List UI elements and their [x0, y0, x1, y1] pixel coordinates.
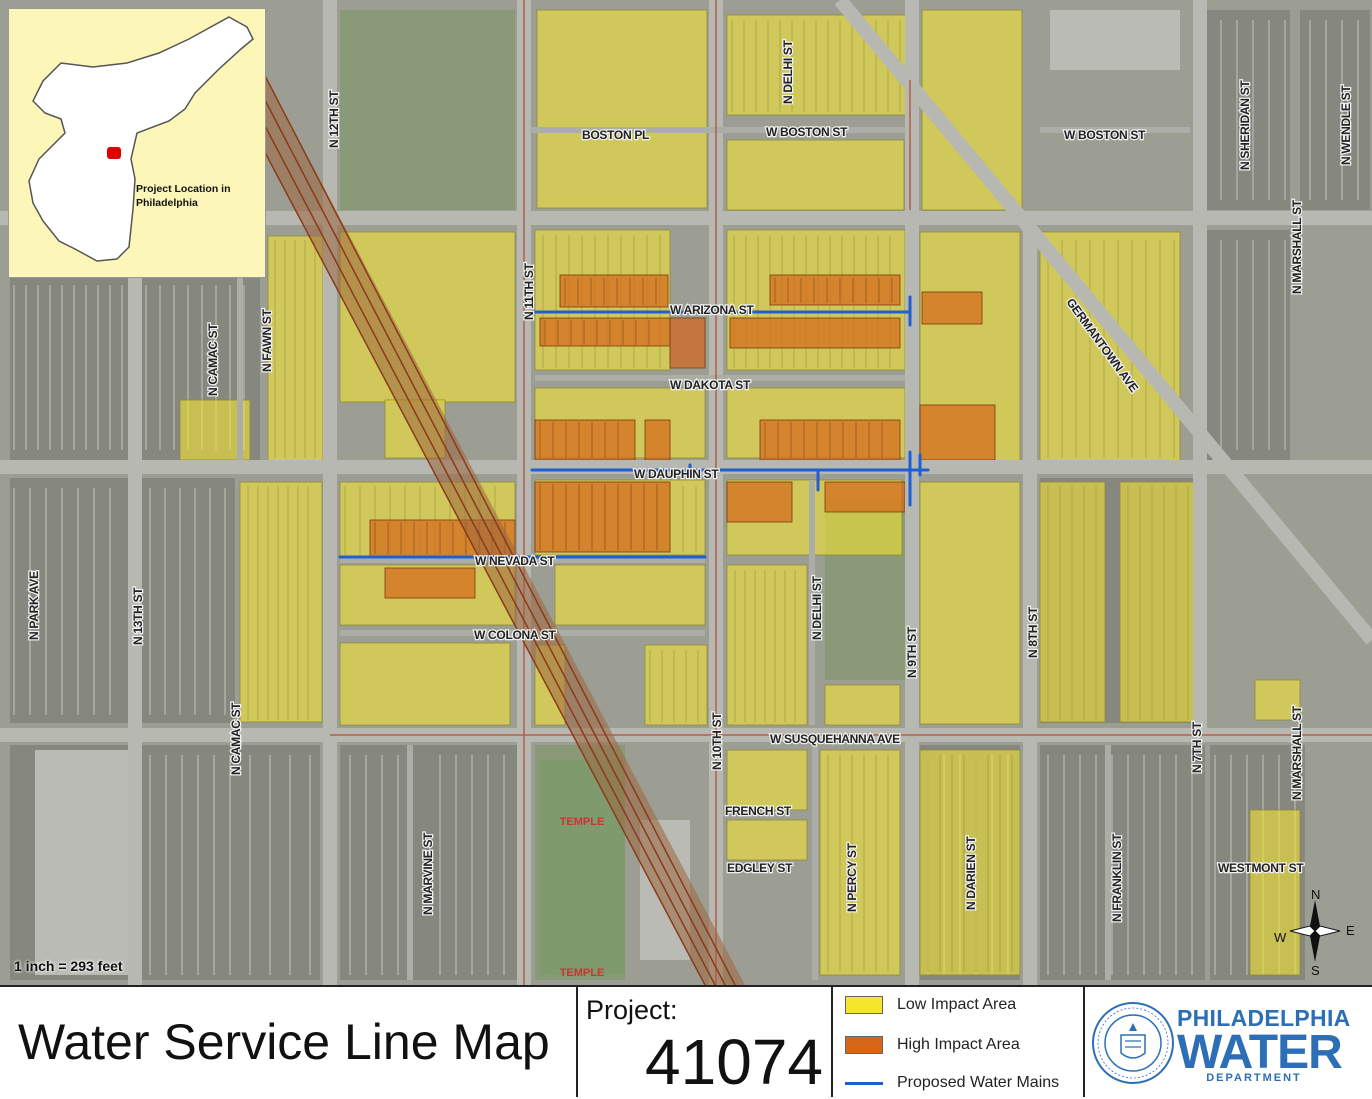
- street-label: BOSTON PL: [582, 128, 649, 142]
- compass-north: N: [1311, 887, 1320, 902]
- philadelphia-outline: Project Location in Philadelphia: [28, 16, 254, 262]
- map-area[interactable]: TEMPLE TEMPLE: [0, 0, 1372, 985]
- field-text: TEMPLE: [560, 816, 605, 828]
- city-seal-icon: [1092, 1002, 1174, 1084]
- street-label: W SUSQUEHANNA AVE: [770, 732, 900, 746]
- street-label: N PARK AVE: [27, 571, 41, 640]
- pwd-logo: PHILADELPHIA WATER DEPARTMENT: [1085, 987, 1372, 1097]
- street-label: W BOSTON ST: [1064, 128, 1146, 142]
- inset-caption-line1: Project Location in: [136, 183, 231, 195]
- map-title: Water Service Line Map: [18, 1014, 550, 1070]
- street-label: N MARVINE ST: [421, 832, 435, 915]
- street-label: W BOSTON ST: [766, 125, 848, 139]
- water-main-swatch: [845, 1081, 883, 1085]
- low-impact-swatch: [845, 996, 883, 1014]
- compass-south: S: [1311, 963, 1320, 976]
- street-label: N MARSHALL ST: [1290, 705, 1304, 800]
- street-label: N 8TH ST: [1026, 606, 1040, 658]
- street-label: N SHERIDAN ST: [1238, 80, 1252, 170]
- project-label: Project:: [586, 995, 678, 1025]
- street-label: N MARSHALL ST: [1290, 199, 1304, 294]
- street-label: EDGLEY ST: [727, 861, 793, 875]
- project-number: 41074: [645, 1026, 823, 1098]
- street-label: WESTMONT ST: [1218, 861, 1304, 875]
- field-text-bottom: TEMPLE: [560, 967, 605, 979]
- street-label: N DARIEN ST: [964, 836, 978, 910]
- logo-line1: PHILADELPHIA: [1177, 1005, 1351, 1031]
- street-label: N 11TH ST: [522, 262, 536, 320]
- locator-inset: Project Location in Philadelphia: [8, 8, 266, 278]
- project-panel: Project: 41074: [578, 987, 833, 1098]
- street-label: N 12TH ST: [327, 90, 341, 148]
- street-label: N CAMAC ST: [229, 702, 243, 775]
- street-label: N DELHI ST: [781, 39, 795, 104]
- street-label: W ARIZONA ST: [670, 303, 754, 317]
- street-label: N FAWN ST: [260, 308, 274, 372]
- project-location-marker: [107, 147, 121, 159]
- logo-line3: DEPARTMENT: [1206, 1072, 1302, 1084]
- street-label: FRENCH ST: [725, 804, 792, 818]
- street-label: N 7TH ST: [1190, 721, 1204, 773]
- aerial-map: TEMPLE TEMPLE: [0, 0, 1372, 985]
- street-label: N CAMAC ST: [206, 323, 220, 396]
- high-impact-swatch: [845, 1036, 883, 1054]
- logo-line2: WATER: [1177, 1026, 1343, 1079]
- street-label: N DELHI ST: [810, 575, 824, 640]
- street-label: W COLONA ST: [474, 628, 557, 642]
- legend-label: Proposed Water Mains: [897, 1074, 1060, 1091]
- inset-caption-line2: Philadelphia: [136, 197, 198, 209]
- street-label: N WENDLE ST: [1339, 85, 1353, 165]
- north-arrow: N E S W: [1270, 886, 1360, 978]
- street-label: N 9TH ST: [905, 626, 919, 678]
- legend-label: High Impact Area: [897, 1036, 1020, 1053]
- street-label: W DAKOTA ST: [670, 378, 751, 392]
- street-label: N 13TH ST: [131, 587, 145, 645]
- compass-west: W: [1274, 930, 1287, 945]
- street-label: N 10TH ST: [710, 712, 724, 770]
- street-label: N FRANKLIN ST: [1110, 833, 1124, 922]
- scale-text: 1 inch = 293 feet: [14, 958, 123, 974]
- street-label: W DAUPHIN ST: [634, 467, 719, 481]
- legend: Low Impact Area High Impact Area Propose…: [833, 987, 1085, 1097]
- legend-item-water-mains: Proposed Water Mains: [845, 1071, 1059, 1095]
- street-label: W NEVADA ST: [475, 554, 555, 568]
- map-footer: Water Service Line Map Project: 41074 Lo…: [0, 985, 1372, 1098]
- street-label: N PERCY ST: [845, 842, 859, 912]
- title-panel: Water Service Line Map: [0, 987, 578, 1097]
- legend-item-high-impact: High Impact Area: [845, 1033, 1020, 1057]
- legend-label: Low Impact Area: [897, 996, 1017, 1013]
- legend-item-low-impact: Low Impact Area: [845, 993, 1016, 1017]
- compass-east: E: [1346, 923, 1355, 938]
